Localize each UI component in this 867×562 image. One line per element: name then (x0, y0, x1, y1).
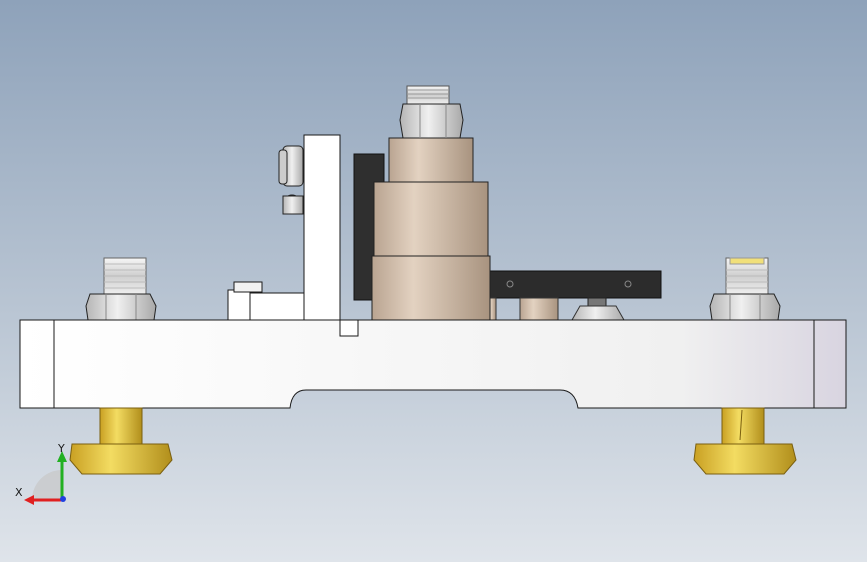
z-axis-dot (60, 496, 66, 502)
bronze-stack (371, 137, 491, 321)
y-axis-label: Y (57, 442, 65, 455)
l-bracket (227, 134, 341, 321)
right-hex-nut (709, 257, 781, 321)
y-axis-arrow (57, 451, 67, 462)
base-plate (19, 319, 847, 409)
coordinate-triad: Y X (15, 442, 67, 505)
roller-washer (571, 297, 625, 321)
left-brass-foot (69, 407, 173, 475)
dark-arm-plate (487, 270, 662, 299)
top-hex-nut (399, 85, 464, 139)
bronze-spacer-blocks (487, 297, 559, 321)
right-brass-foot (693, 407, 797, 475)
bracket-bearing (278, 145, 304, 215)
left-hex-nut (85, 257, 157, 321)
x-axis-label: X (15, 486, 23, 499)
x-axis-arrow (24, 495, 34, 505)
